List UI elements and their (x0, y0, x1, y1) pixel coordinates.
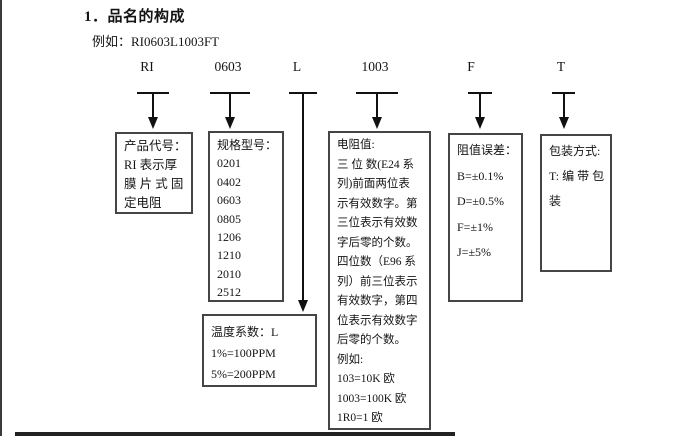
box-line: 2010 (217, 266, 241, 281)
bottom-border-line (15, 432, 455, 436)
box-line: 1206 (217, 230, 241, 245)
box-line: 三 位 数(E24 系 (337, 158, 414, 171)
box-line: 电阻值: (337, 139, 375, 151)
code-segment-pack: T (556, 59, 566, 74)
box-line: 后零的个数。 (337, 334, 406, 346)
box-line: 0201 (217, 156, 241, 171)
box-line: 0603 (217, 193, 241, 208)
box-line: 包装方式: (549, 144, 601, 158)
box-line: 列)前面两位表 (337, 178, 410, 190)
box-spec-model: 规格型号： 0201 0402 0603 0805 1206 1210 2010 2512 (208, 131, 284, 302)
code-segment-tol: F (467, 59, 475, 74)
box-line: 103=10K 欧 (337, 373, 395, 385)
box-line: RI 表示厚 (124, 158, 178, 172)
box-line: 1210 (217, 248, 241, 263)
box-line: 阻值误差： (457, 143, 518, 157)
section-title: 1．品名的构成 (84, 9, 186, 25)
left-border-line (0, 0, 2, 436)
box-line: 四位数（E96 系 (337, 256, 416, 268)
box-line: 1R0=1 欧 (337, 412, 383, 424)
box-line: 定电阻 (124, 196, 162, 210)
code-segment-res: 1003 (361, 59, 389, 74)
box-line: 示有效数字。第 (337, 197, 418, 210)
box-line: 5%=200PPM (211, 367, 276, 381)
box-line: 字后零的个数。 (337, 236, 418, 249)
box-line: 有效数字，第四 (337, 295, 418, 307)
box-line: T: 编 带 包 (549, 169, 605, 183)
box-line: 膜 片 式 固 (124, 177, 184, 191)
box-line: 温度系数：L (211, 325, 279, 339)
box-line: 产品代号： (124, 139, 187, 153)
box-line: 例如: (337, 353, 364, 366)
box-resistance-value: 电阻值: 三 位 数(E24 系列)前面两位表示有效数字。第三位表示有效数字后零的… (328, 131, 431, 430)
box-line: J=±5% (457, 245, 492, 259)
box-line: 列）前三位表示 (337, 275, 418, 288)
code-segment-ri: RI (140, 59, 154, 74)
code-segment-size: 0603 (214, 59, 242, 74)
box-line: 规格型号： (217, 138, 278, 152)
box-line: F=±1% (457, 219, 494, 234)
box-line: 1003=100K 欧 (337, 392, 407, 405)
example-text: 例如：RI0603L1003FT (92, 34, 220, 49)
box-tolerance: 阻值误差： B=±0.1% D=±0.5% F=±1% J=±5% (448, 133, 523, 302)
box-line: B=±0.1% (457, 168, 504, 183)
box-packaging: 包装方式: T: 编 带 包装 (540, 134, 612, 272)
box-line: 三位表示有效数 (337, 217, 418, 229)
box-line: 0805 (217, 211, 241, 226)
box-line: 1%=100PPM (211, 346, 276, 360)
box-line: 2512 (217, 285, 241, 300)
box-line: D=±0.5% (457, 194, 505, 208)
box-product-code: 产品代号： RI 表示厚膜 片 式 固定电阻 (115, 132, 193, 214)
code-segment-tcr: L (292, 59, 302, 74)
box-line: 0402 (217, 174, 241, 189)
box-line: 位表示有效数字 (337, 314, 418, 327)
box-line: 装 (549, 194, 562, 208)
box-temp-coefficient: 温度系数：L 1%=100PPM 5%=200PPM (202, 314, 317, 387)
